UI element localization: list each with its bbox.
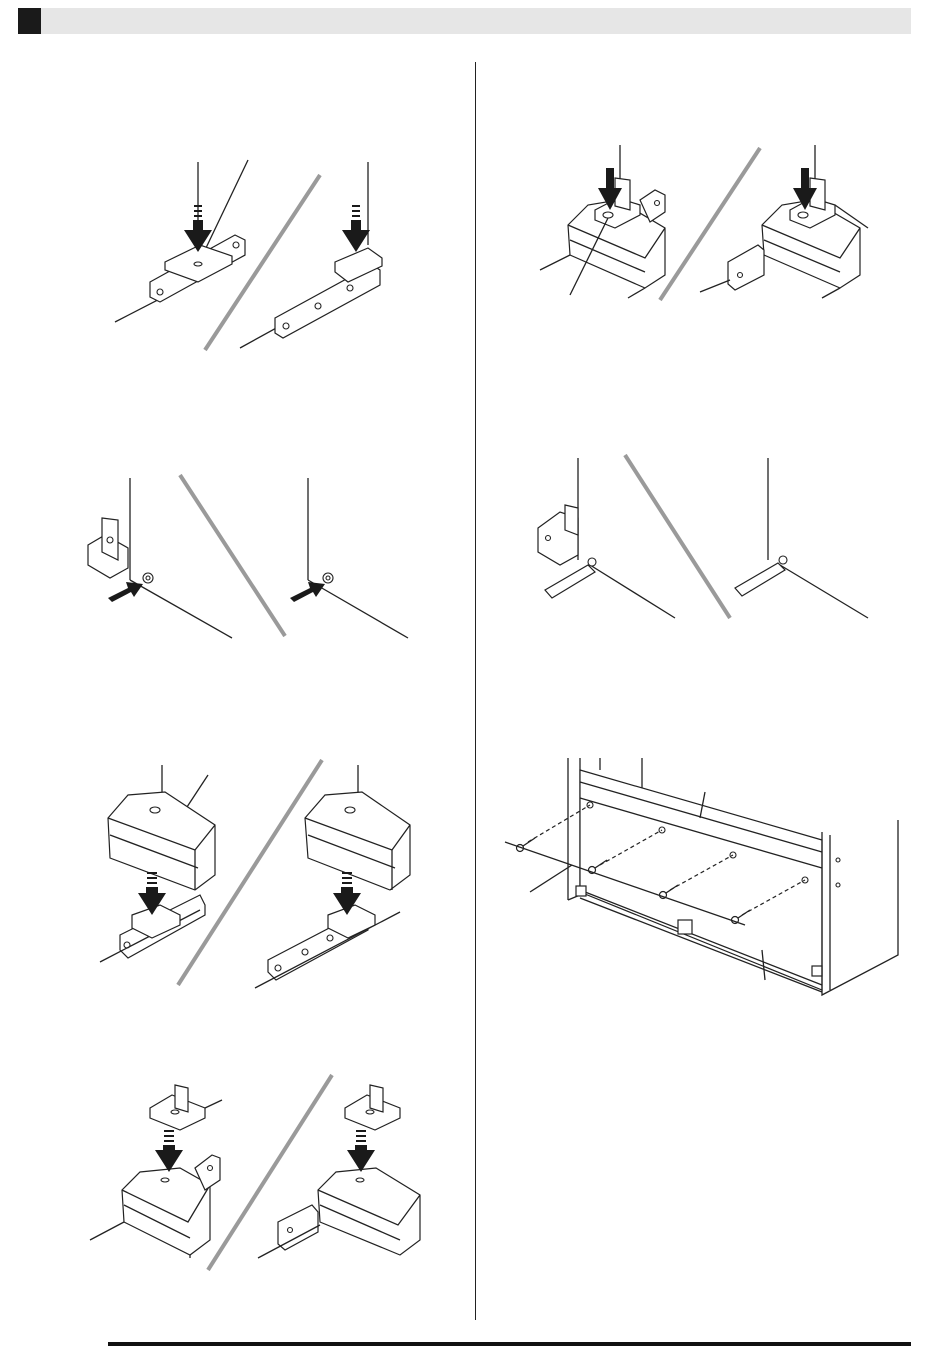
bracket-clip	[812, 966, 822, 976]
bracket-clip	[576, 886, 586, 896]
bracket-clip	[678, 920, 692, 934]
footer-rule	[108, 1342, 911, 1346]
